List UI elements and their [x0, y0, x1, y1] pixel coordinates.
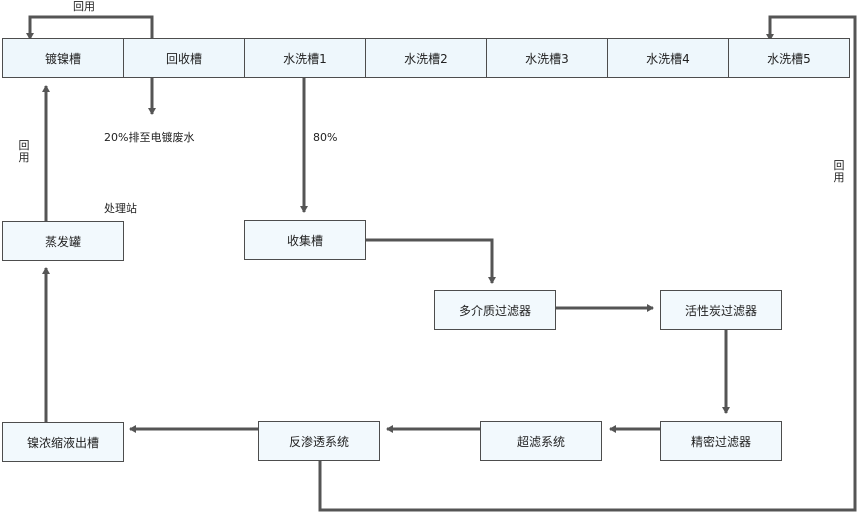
arrow-reuse-recovery-to-plating	[26, 15, 154, 40]
node-reverse-osmosis-label: 反渗透系统	[288, 434, 349, 449]
node-collection-tank-label: 收集槽	[286, 233, 323, 248]
tank-recovery: 回收槽	[123, 38, 245, 78]
node-nickel-concentrate-tank-label: 镍浓缩液出槽	[26, 435, 99, 450]
tank-rinse-5-label: 水洗槽5	[767, 51, 811, 66]
tank-plating: 镀镍槽	[2, 38, 124, 78]
node-evaporator-label: 蒸发罐	[44, 234, 81, 249]
tank-rinse-3-label: 水洗槽3	[525, 51, 569, 66]
label-reuse-top: 回用	[73, 0, 95, 13]
tank-rinse-1: 水洗槽1	[244, 38, 366, 78]
node-precision-filter-label: 精密过滤器	[690, 434, 751, 449]
tank-rinse-4-label: 水洗槽4	[646, 51, 690, 66]
node-ultrafiltration: 超滤系统	[480, 421, 602, 461]
node-precision-filter: 精密过滤器	[660, 421, 782, 461]
tank-recovery-label: 回收槽	[165, 51, 202, 66]
node-ultrafiltration-label: 超滤系统	[516, 434, 565, 449]
tank-rinse-3: 水洗槽3	[486, 38, 608, 78]
tank-rinse-2-label: 水洗槽2	[404, 51, 448, 66]
node-multimedia-filter-label: 多介质过滤器	[458, 303, 531, 318]
arrow-ro-reuse-to-rinse5	[318, 15, 857, 512]
tank-plating-label: 镀镍槽	[44, 51, 81, 66]
tank-rinse-1-label: 水洗槽1	[283, 51, 327, 66]
tank-rinse-2: 水洗槽2	[365, 38, 487, 78]
label-80-percent: 80%	[313, 131, 338, 144]
node-multimedia-filter: 多介质过滤器	[434, 290, 556, 330]
label-treatment-station: 处理站	[104, 202, 137, 215]
node-evaporator: 蒸发罐	[2, 221, 124, 261]
label-reuse-left: 回用	[18, 139, 30, 164]
tank-rinse-5: 水洗槽5	[728, 38, 850, 78]
label-reuse-right: 回用	[833, 159, 845, 184]
node-nickel-concentrate-tank: 镍浓缩液出槽	[2, 422, 124, 462]
arrow-collection-to-multimedia	[365, 238, 496, 284]
node-reverse-osmosis: 反渗透系统	[258, 421, 380, 461]
node-collection-tank: 收集槽	[244, 220, 366, 260]
label-discharge-20-percent: 20%排至电镀废水	[104, 131, 195, 144]
tank-rinse-4: 水洗槽4	[607, 38, 729, 78]
node-activated-carbon-filter-label: 活性炭过滤器	[684, 303, 757, 318]
node-activated-carbon-filter: 活性炭过滤器	[660, 290, 782, 330]
